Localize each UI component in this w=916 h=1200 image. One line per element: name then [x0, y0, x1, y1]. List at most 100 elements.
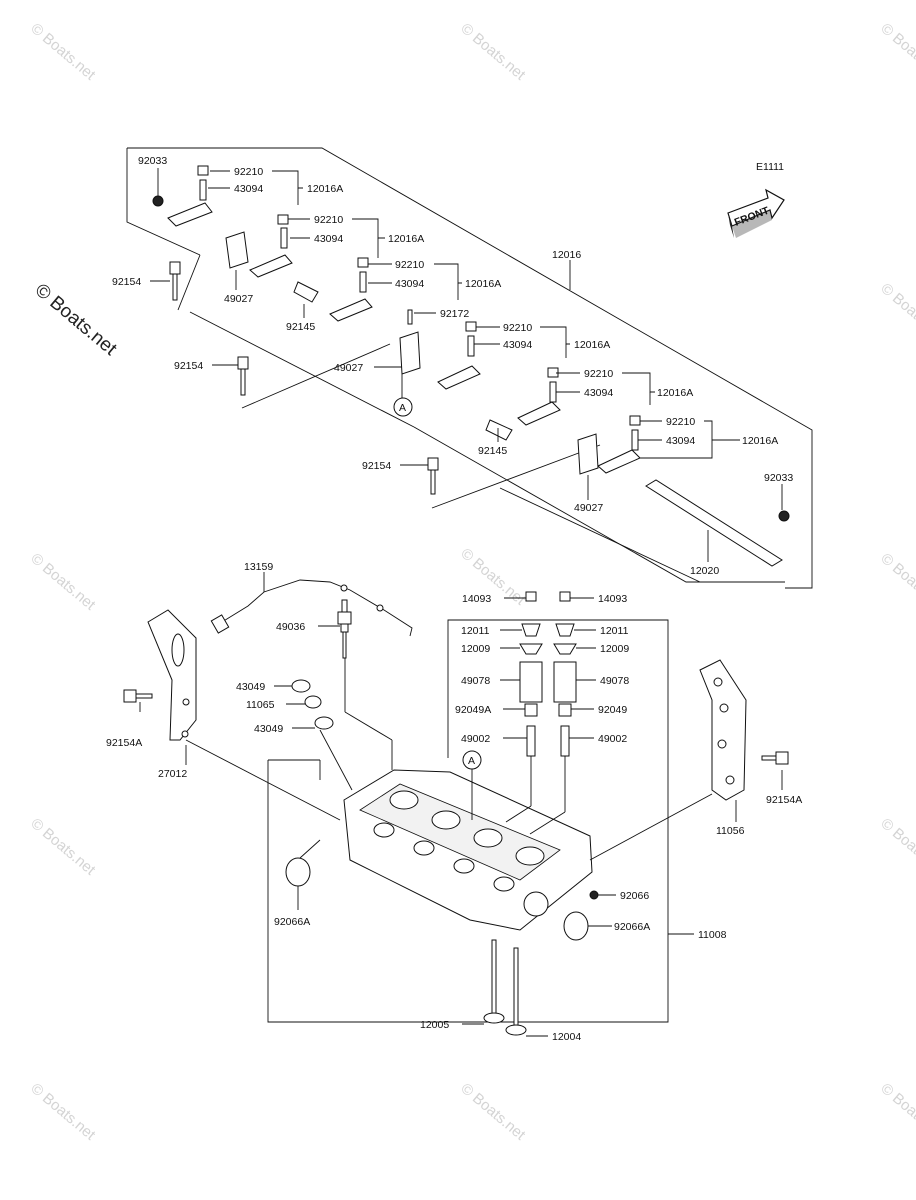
label-12016A-4: 12016A — [574, 339, 610, 351]
valves — [483, 939, 527, 1036]
watermark-7: © Boats.net — [877, 550, 916, 614]
label-92066: 92066 — [620, 890, 649, 902]
seals-left — [291, 679, 334, 730]
plugs-lower — [285, 857, 599, 941]
watermark-main: © Boats.net — [31, 280, 121, 361]
label-92145-2: 92145 — [478, 445, 507, 457]
label-12016A-5: 12016A — [657, 387, 693, 399]
label-14093-r: 14093 — [598, 593, 627, 605]
bolts-upper — [169, 261, 439, 495]
svg-text:A: A — [399, 402, 406, 414]
rocker-arm-5 — [517, 367, 561, 426]
label-92210-1: 92210 — [234, 166, 263, 178]
label-92154-1: 92154 — [112, 276, 141, 288]
part-labels: 92033 92210 43094 12016A 92210 43094 120… — [106, 155, 802, 1043]
rocker-arm-6 — [597, 415, 641, 474]
label-49027-1: 49027 — [224, 293, 253, 305]
rocker-springs — [293, 281, 513, 441]
label-92049: 92049 — [598, 704, 627, 716]
label-92210-5: 92210 — [584, 368, 613, 380]
rocker-arm-4 — [437, 321, 481, 390]
label-92210-2: 92210 — [314, 214, 343, 226]
label-12016A-2: 12016A — [388, 233, 424, 245]
label-49027-2: 49027 — [334, 362, 363, 374]
label-43094-1: 43094 — [234, 183, 263, 195]
label-12016A-3: 12016A — [465, 278, 501, 290]
label-13159: 13159 — [244, 561, 273, 573]
label-92210-4: 92210 — [503, 322, 532, 334]
watermark-8: © Boats.net — [27, 815, 99, 879]
label-12016A-1: 12016A — [307, 183, 343, 195]
watermark-12: © Boats.net — [877, 1080, 916, 1144]
bracket-right — [699, 659, 747, 801]
front-arrow-icon: FRONT — [727, 188, 785, 238]
watermark-3: © Boats.net — [877, 20, 916, 84]
label-49027-3: 49027 — [574, 502, 603, 514]
bracket-left — [147, 609, 197, 741]
label-12020: 12020 — [690, 565, 719, 577]
label-12009-r: 12009 — [600, 643, 629, 655]
valve-parts-right — [553, 591, 577, 757]
svg-text:A: A — [468, 755, 475, 767]
label-92066A-l: 92066A — [274, 916, 310, 928]
label-92049A: 92049A — [455, 704, 491, 716]
label-49078-l: 49078 — [461, 675, 490, 687]
label-11008: 11008 — [698, 929, 727, 941]
label-92210-6: 92210 — [666, 416, 695, 428]
diagram-code: E1111 — [756, 161, 784, 173]
watermark-9: © Boats.net — [877, 815, 916, 879]
watermark-11: © Boats.net — [457, 1080, 529, 1144]
label-49036: 49036 — [276, 621, 305, 633]
watermark-5: © Boats.net — [27, 550, 99, 614]
label-92210-3: 92210 — [395, 259, 424, 271]
label-49002-l: 49002 — [461, 733, 490, 745]
ref-circle-upper: A — [393, 397, 413, 417]
label-92033-b: 92033 — [764, 472, 793, 484]
watermark-2: © Boats.net — [457, 20, 529, 84]
label-92066A-r: 92066A — [614, 921, 650, 933]
rocker-assembly-outline — [126, 147, 813, 589]
label-92172: 92172 — [440, 308, 469, 320]
rocker-arm-3 — [329, 257, 373, 322]
rocker-shaft — [645, 479, 790, 567]
cylinder-head — [343, 769, 593, 931]
label-92154A-r: 92154A — [766, 794, 802, 806]
watermark-1: © Boats.net — [27, 20, 99, 84]
rocker-arm-1 — [152, 165, 213, 227]
leaders-lower — [139, 572, 783, 1037]
label-14093-l: 14093 — [462, 593, 491, 605]
ref-circle-lower: A — [462, 750, 482, 770]
watermark-4: © Boats.net — [877, 280, 916, 344]
watermark-10: © Boats.net — [27, 1080, 99, 1144]
label-43094-2: 43094 — [314, 233, 343, 245]
label-11056: 11056 — [716, 825, 745, 837]
label-12011-r: 12011 — [600, 625, 629, 637]
label-43094-5: 43094 — [584, 387, 613, 399]
label-43049-1: 43049 — [236, 681, 265, 693]
label-92154-2: 92154 — [174, 360, 203, 372]
label-12005: 12005 — [420, 1019, 449, 1031]
label-49002-r: 49002 — [598, 733, 627, 745]
label-12011-l: 12011 — [461, 625, 490, 637]
cylinder-head-outline — [267, 619, 669, 1023]
label-49078-r: 49078 — [600, 675, 629, 687]
leaders-upper — [150, 168, 783, 562]
label-11065: 11065 — [246, 699, 275, 711]
label-92154-3: 92154 — [362, 460, 391, 472]
label-12016A-6: 12016A — [742, 435, 778, 447]
label-12004: 12004 — [552, 1031, 581, 1043]
label-92033-a: 92033 — [138, 155, 167, 167]
label-43094-6: 43094 — [666, 435, 695, 447]
valve-parts-left — [519, 591, 543, 757]
label-92145-1: 92145 — [286, 321, 315, 333]
label-12009-l: 12009 — [461, 643, 490, 655]
bolts-lower — [123, 689, 789, 765]
rocker-brackets — [225, 231, 599, 475]
glow-plug — [337, 599, 352, 659]
label-43049-2: 43049 — [254, 723, 283, 735]
label-43094-4: 43094 — [503, 339, 532, 351]
glow-plug-harness — [210, 579, 413, 637]
rocker-arm-2 — [249, 214, 293, 278]
label-92154A-l: 92154A — [106, 737, 142, 749]
